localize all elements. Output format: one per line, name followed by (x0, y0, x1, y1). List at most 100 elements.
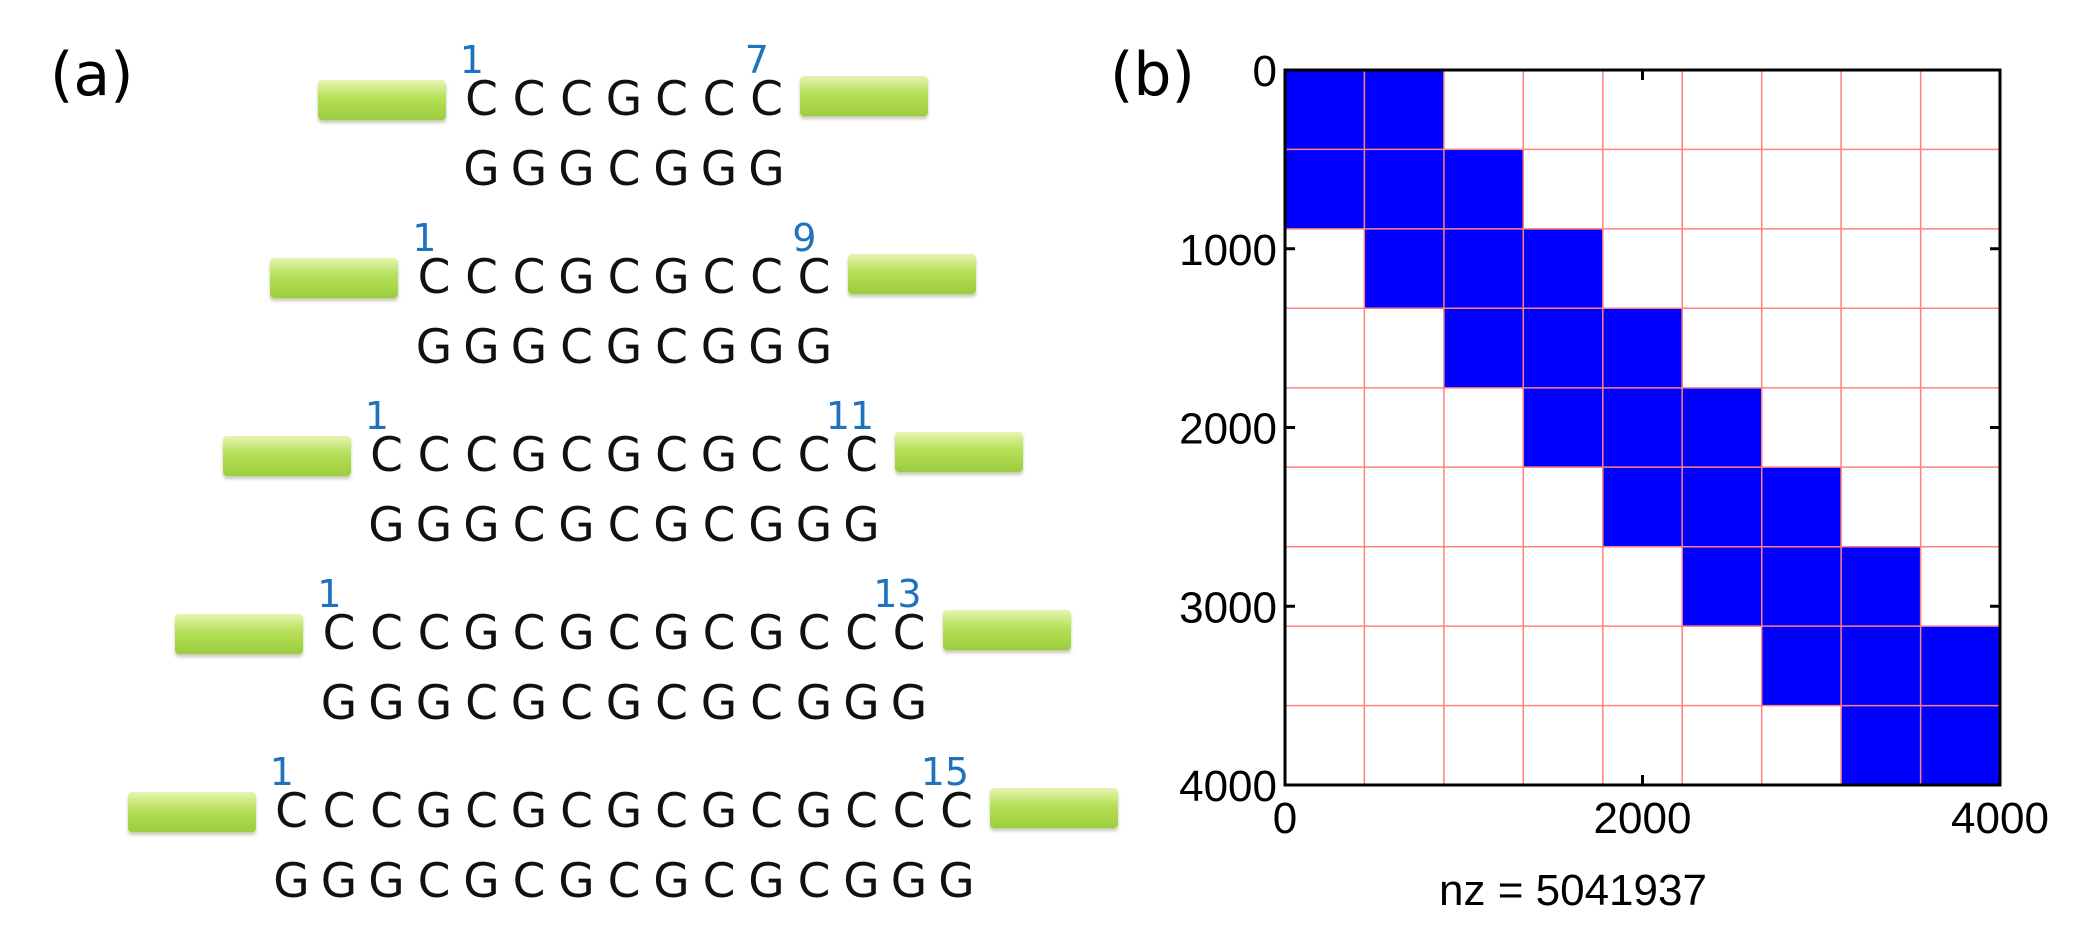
base-G: G (605, 428, 643, 483)
base-C: C (655, 320, 688, 375)
base-C: C (892, 784, 926, 839)
left-linker-bar (317, 80, 446, 120)
base-G: G (748, 854, 785, 909)
base-G: G (463, 854, 500, 909)
base-C: C (797, 606, 831, 661)
base-G: G (273, 854, 310, 909)
base-C: C (417, 606, 451, 661)
end-index-label: 13 (873, 572, 922, 616)
base-G: G (700, 142, 738, 197)
base-C: C (417, 250, 451, 305)
base-G: G (558, 142, 595, 197)
base-G: G (320, 854, 358, 909)
base-C: C (797, 854, 831, 909)
base-C: C (750, 250, 783, 305)
base-G: G (605, 320, 643, 375)
base-C: C (750, 72, 783, 127)
base-C: C (370, 606, 403, 661)
base-C: C (797, 428, 831, 483)
x-tick-label: 4000 (1951, 794, 2049, 843)
base-C: C (465, 676, 498, 731)
base-G: G (748, 142, 785, 197)
base-G: G (795, 784, 833, 839)
base-C: C (465, 428, 498, 483)
base-G: G (510, 142, 548, 197)
base-C: C (465, 784, 498, 839)
base-G: G (748, 606, 785, 661)
right-linker-bar (990, 788, 1119, 828)
base-C: C (892, 606, 926, 661)
base-C: C (607, 498, 641, 553)
right-linker-bar (942, 610, 1071, 650)
base-C: C (702, 498, 736, 553)
base-G: G (605, 72, 643, 127)
left-linker-bar (270, 258, 399, 298)
base-C: C (845, 784, 878, 839)
base-C: C (465, 72, 498, 127)
base-G: G (368, 854, 405, 909)
base-G: G (463, 142, 500, 197)
end-index-label: 9 (792, 216, 817, 260)
y-tick-label: 0 (1253, 47, 1277, 96)
base-G: G (795, 320, 833, 375)
base-G: G (463, 606, 500, 661)
right-linker-bar (895, 432, 1024, 472)
base-G: G (653, 606, 690, 661)
end-index-label: 15 (920, 750, 970, 794)
base-G: G (653, 854, 690, 909)
base-G: G (700, 784, 738, 839)
base-G: G (415, 498, 453, 553)
base-C: C (275, 784, 308, 839)
base-C: C (607, 250, 641, 305)
base-C: C (702, 250, 736, 305)
base-C: C (797, 250, 831, 305)
base-C: C (655, 784, 688, 839)
x-tick-label: 2000 (1594, 794, 1692, 843)
filled-blocks (1285, 70, 2000, 785)
left-linker-bar (127, 792, 256, 832)
base-G: G (700, 428, 738, 483)
base-C: C (845, 428, 878, 483)
base-C: C (702, 606, 736, 661)
base-G: G (748, 498, 785, 553)
base-G: G (890, 854, 928, 909)
base-C: C (607, 606, 641, 661)
base-G: G (653, 250, 690, 305)
start-index-label: 1 (269, 750, 294, 794)
left-linker-bar (175, 614, 304, 654)
right-linker-bar (847, 254, 976, 294)
base-G: G (890, 676, 928, 731)
base-C: C (560, 676, 593, 731)
start-index-label: 1 (412, 216, 437, 260)
base-G: G (463, 320, 500, 375)
base-G: G (510, 676, 548, 731)
base-G: G (558, 606, 595, 661)
base-C: C (560, 428, 593, 483)
base-C: C (512, 498, 546, 553)
base-C: C (655, 428, 688, 483)
base-C: C (655, 72, 688, 127)
base-C: C (750, 784, 783, 839)
y-tick-label: 1000 (1179, 226, 1277, 275)
panel-a-label: (a) (50, 40, 134, 110)
base-C: C (370, 428, 403, 483)
base-G: G (510, 428, 548, 483)
base-G: G (653, 142, 690, 197)
end-index-label: 7 (744, 38, 769, 82)
x-tick-label: 0 (1273, 794, 1297, 843)
base-C: C (560, 320, 593, 375)
